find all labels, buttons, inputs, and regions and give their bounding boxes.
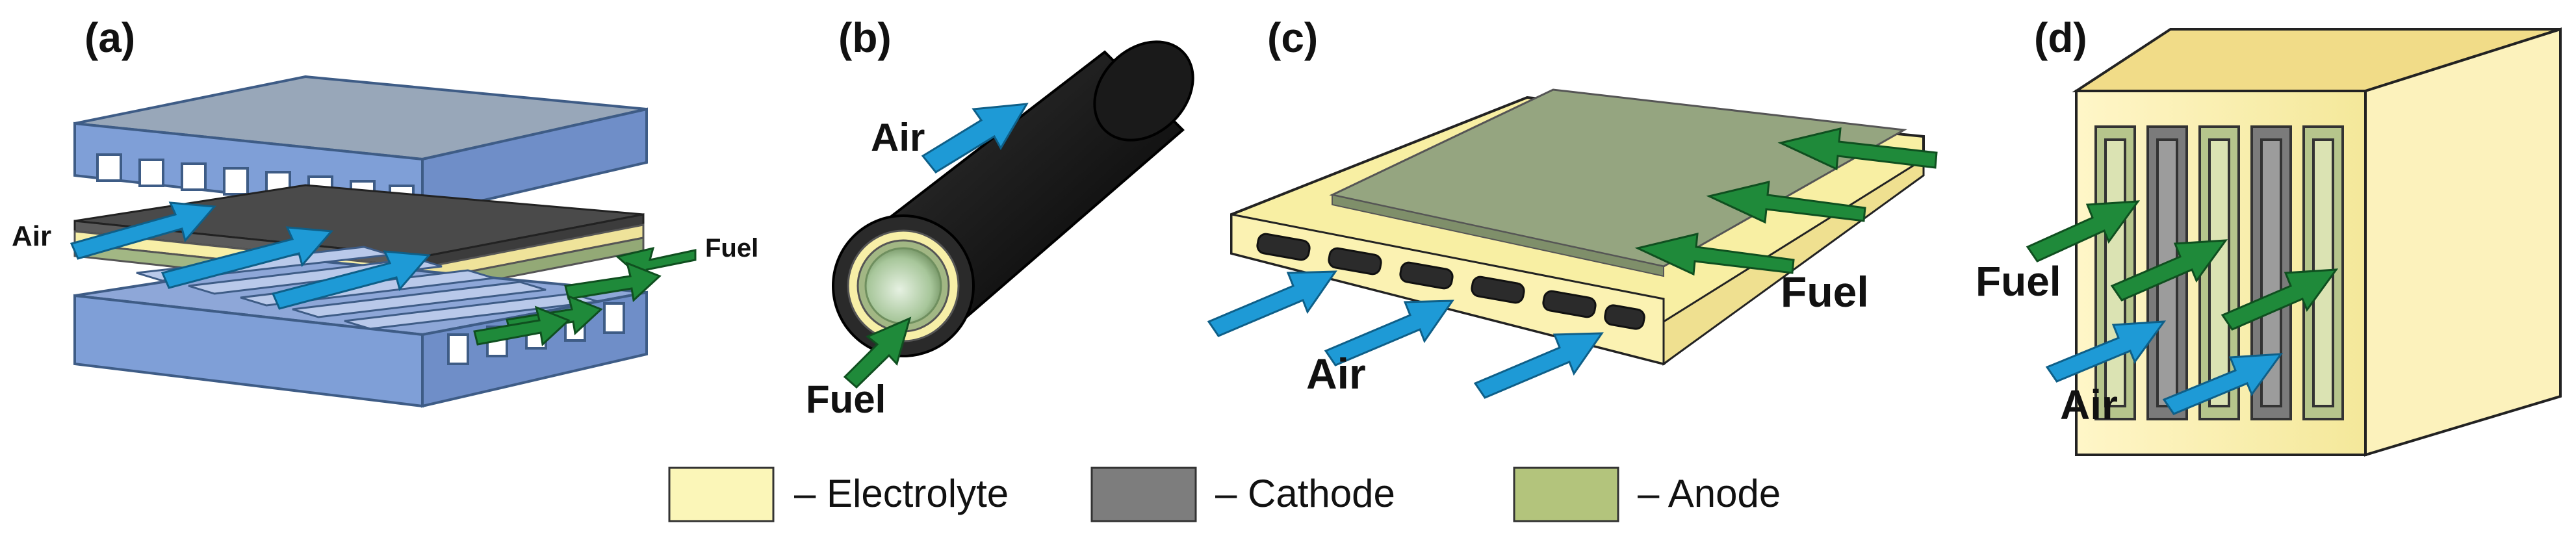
legend-item-cathode: – Cathode [1090,467,1395,522]
legend-swatch-cathode [1090,467,1197,522]
legend-swatch-anode [1513,467,1619,522]
panel-a-air-label: Air [12,220,51,252]
legend-item-anode: – Anode [1513,467,1781,522]
panel-c-fuel-arrows [1634,127,1938,276]
legend-item-electrolyte: – Electrolyte [668,467,1009,522]
panel-b-tag: (b) [838,14,892,61]
panel-d: (d) [1976,14,2562,457]
panel-b-fuel-arrow [843,316,912,389]
panel-a-tag: (a) [84,14,135,61]
panel-b-fuel-label: Fuel [806,378,886,421]
legend-label-electrolyte: – Electrolyte [794,472,1009,515]
legend-swatch-electrolyte [668,467,775,522]
panel-d-fuel-label: Fuel [1976,258,2061,305]
panel-c-tag: (c) [1267,14,1318,61]
flat-tubular-cell [1230,88,1925,366]
tubular-cell [832,40,1194,357]
panel-c-air-arrows [1207,270,1604,399]
panel-a-fuel-arrows [473,246,697,346]
panel-d-fuel-arrows [2026,200,2339,331]
panel-b: (b) Air Fuel [806,14,1194,421]
bottom-interconnect-plate [73,246,648,408]
panel-c: (c) [1207,14,1938,399]
panel-a-fuel-label: Fuel [705,234,758,263]
panel-b-air-arrow [921,103,1029,173]
legend: – Electrolyte – Cathode – Anode [668,467,1781,522]
panel-a-air-arrows [70,201,431,310]
panel-d-air-arrows [2045,320,2284,415]
panel-a: (a) [12,14,758,408]
legend-label-cathode: – Cathode [1215,472,1395,515]
monolithic-cell [2072,27,2562,457]
panel-b-air-label: Air [871,116,925,159]
panel-c-fuel-label: Fuel [1781,268,1869,316]
panel-d-air-label: Air [2060,381,2118,428]
legend-label-anode: – Anode [1638,472,1781,515]
panel-d-tag: (d) [2034,14,2087,61]
panel-c-air-label: Air [1306,350,1366,398]
